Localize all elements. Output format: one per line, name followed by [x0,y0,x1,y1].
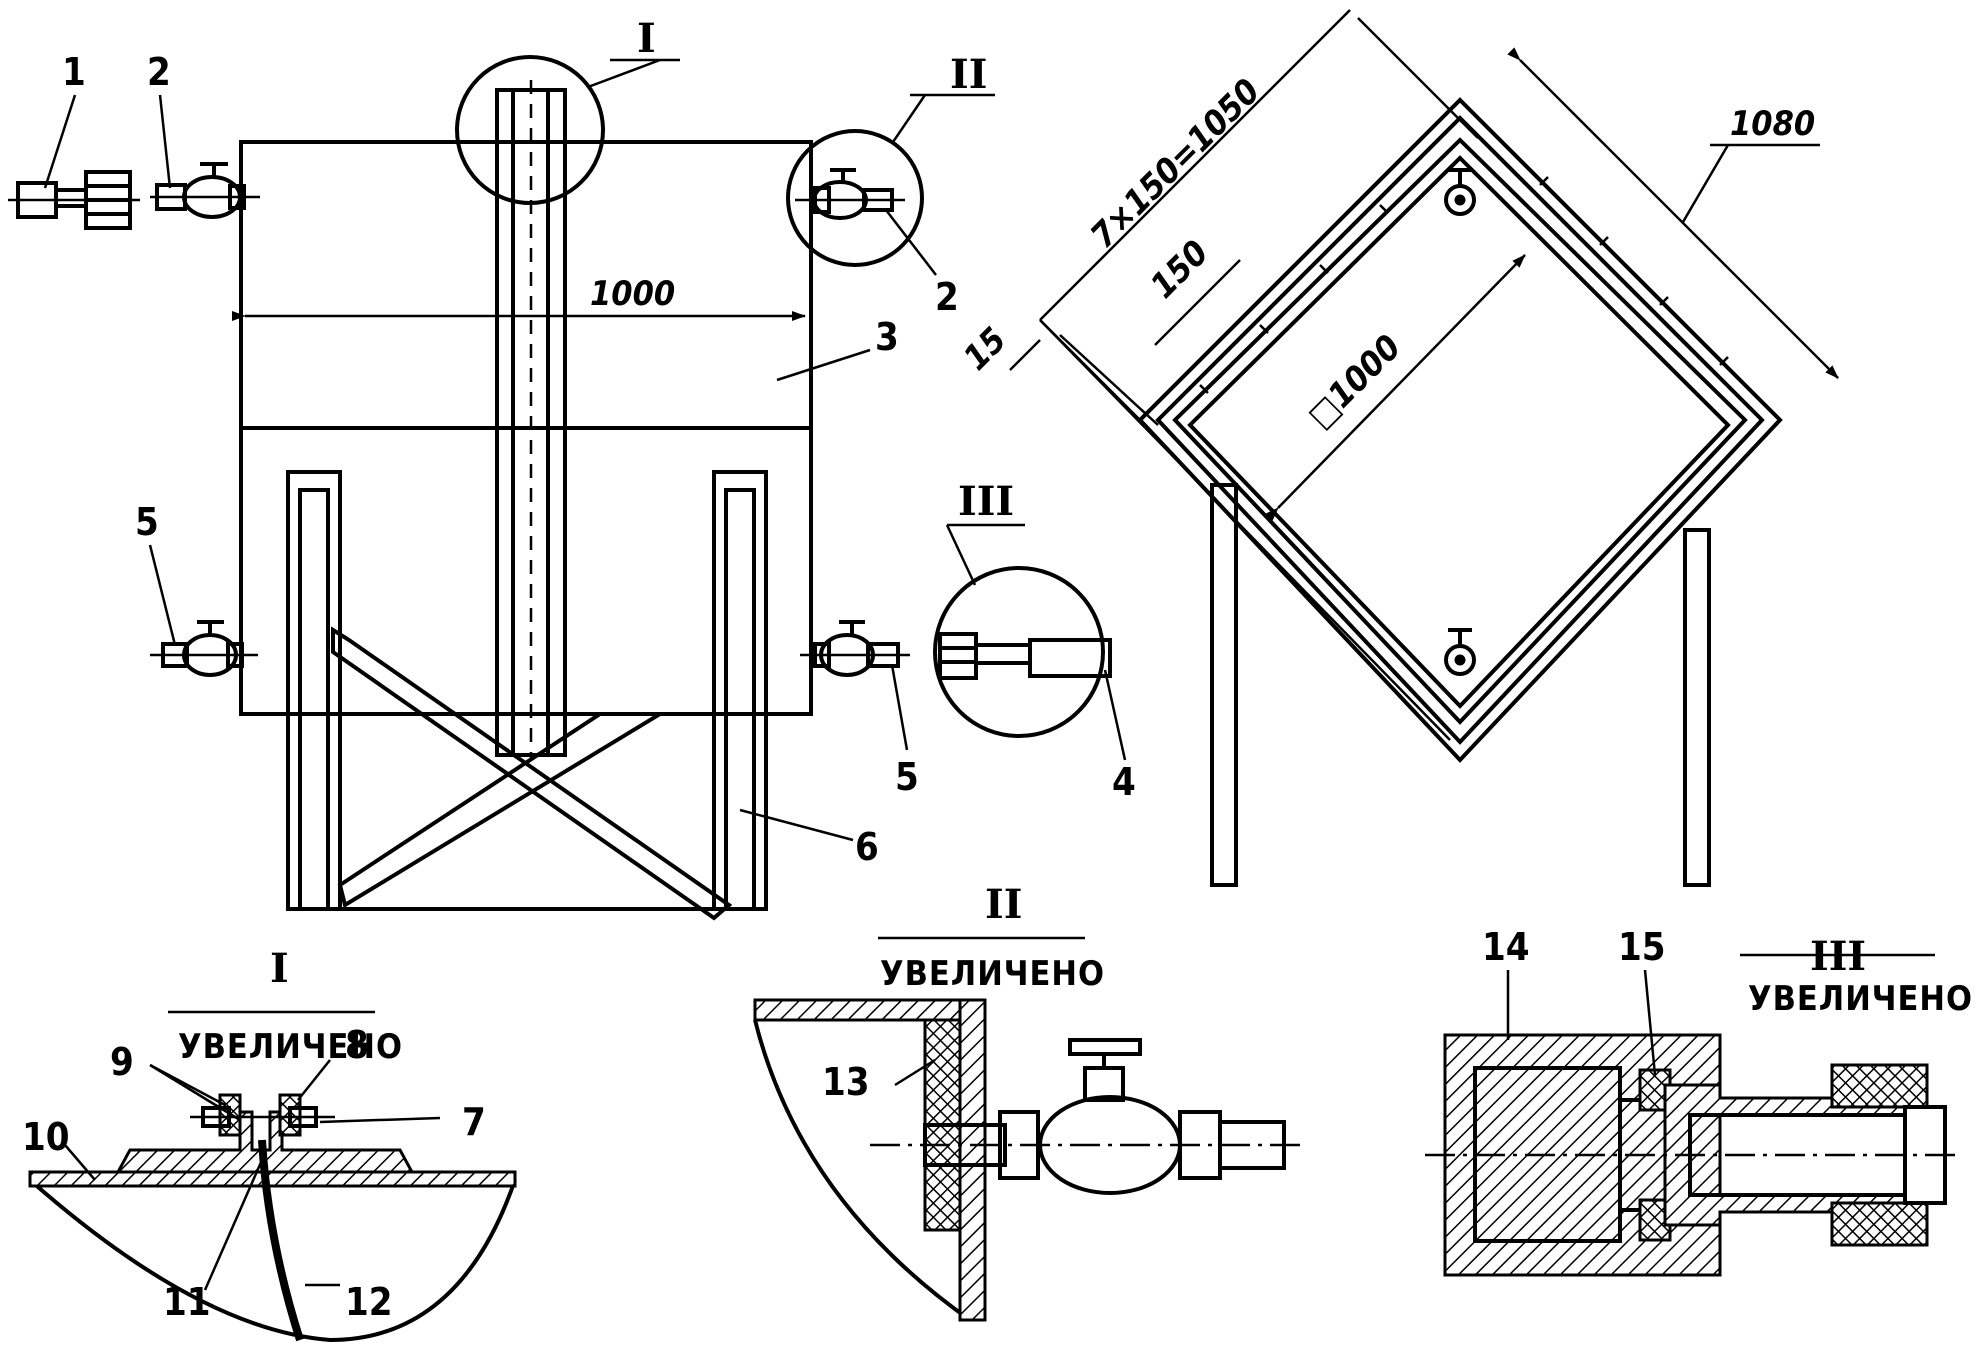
detail-II: II УВЕЛИЧЕНО 13 [753,881,1300,1322]
svg-text:□1000: □1000 [1300,327,1409,436]
dim-front-width: 1000 [232,274,806,321]
svg-text:7×150=1050: 7×150=1050 [1083,71,1268,256]
detail-I-caption: УВЕЛИЧЕНО [178,1027,403,1067]
svg-text:1080: 1080 [1730,104,1815,144]
side-valve-bottom [1444,628,1476,676]
label-4: 4 [1112,760,1136,804]
label-1: 1 [62,50,86,94]
detail-circle-III: III 4 [933,478,1136,804]
detail-II-title: II [985,881,1022,928]
front-view: I II [8,15,995,921]
callout-III: III [958,478,1014,525]
detail-I: I УВЕЛИЧЕНО 9 8 7 10 11 12 [22,945,517,1343]
detail-III-caption: УВЕЛИЧЕНО [1748,979,1973,1019]
svg-text:15: 15 [956,320,1014,378]
side-view: 7×150=1050 150 15 1080 □1000 [956,9,1839,887]
detail-circle-I [455,55,605,205]
label-15: 15 [1618,925,1666,969]
edge-bolts [1199,176,1729,394]
label-7: 7 [462,1100,486,1144]
valve-left-bottom [150,620,258,677]
central-electrode [495,80,567,760]
detail-III: III УВЕЛИЧЕНО 14 15 [1425,925,1973,1277]
callout-II: II [950,51,987,98]
label-9: 9 [110,1040,134,1084]
callout-I: I [637,15,656,62]
label-5a: 5 [135,500,159,544]
label-5b: 5 [895,755,919,799]
fitting-left [8,170,140,230]
detail-II-caption: УВЕЛИЧЕНО [880,954,1105,994]
detail-III-title: III [1810,933,1866,980]
side-valve-top [1444,168,1476,216]
label-6: 6 [855,825,879,869]
label-2b: 2 [935,275,959,319]
label-8: 8 [345,1023,369,1067]
label-10: 10 [22,1115,70,1159]
detail-circle-II [786,129,924,267]
valve-right-top [795,168,905,220]
stand-legs [286,470,768,921]
label-11: 11 [163,1280,211,1324]
label-13: 13 [822,1060,870,1104]
label-3: 3 [875,315,899,359]
valve-left-top [150,162,260,219]
svg-text:1000: 1000 [590,274,675,314]
valve-right-bottom [800,620,910,677]
label-14: 14 [1482,925,1530,969]
label-2a: 2 [147,50,171,94]
label-12: 12 [345,1280,393,1324]
detail-I-title: I [270,945,289,992]
